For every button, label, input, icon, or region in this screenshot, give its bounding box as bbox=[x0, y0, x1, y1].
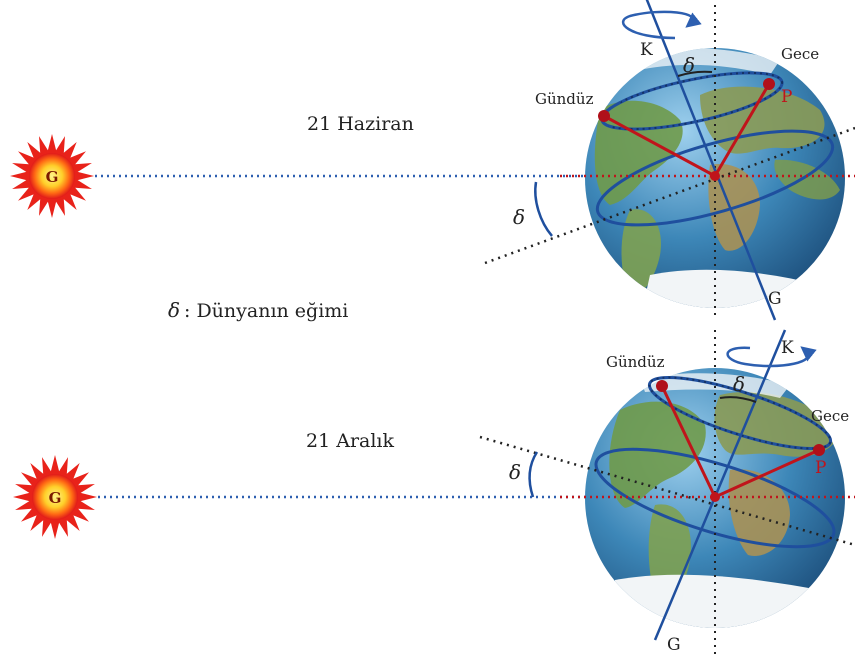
point-label: P bbox=[815, 458, 826, 478]
sun-december: G bbox=[13, 455, 97, 539]
night-label: Gece bbox=[781, 45, 819, 63]
south-label: G bbox=[768, 289, 782, 309]
globe-december: K G Gündüz Gece P δ δ bbox=[479, 329, 855, 655]
legend: δ : Dünyanın eğimi bbox=[168, 298, 348, 322]
point-night bbox=[763, 78, 775, 90]
point-day bbox=[656, 380, 668, 392]
equator bbox=[594, 447, 836, 549]
radius-day bbox=[603, 114, 716, 178]
radius-night bbox=[714, 448, 820, 499]
earth-center bbox=[710, 171, 720, 181]
radius-day bbox=[660, 385, 717, 498]
radius-night bbox=[713, 83, 771, 177]
point-night bbox=[813, 444, 825, 456]
day-label: Gündüz bbox=[535, 90, 594, 108]
sun-disc bbox=[32, 474, 78, 520]
tilt-angle-label: δ bbox=[509, 460, 521, 484]
axis-angle-arc bbox=[719, 396, 757, 403]
night-label: Gece bbox=[811, 407, 849, 425]
axis-angle-arc bbox=[677, 70, 713, 77]
north-label: K bbox=[781, 338, 794, 358]
axis-angle-label: δ bbox=[683, 53, 695, 77]
earth-center bbox=[710, 492, 720, 502]
south-label: G bbox=[667, 635, 681, 655]
north-label: K bbox=[640, 40, 653, 60]
rotation-arrow-icon bbox=[726, 346, 817, 368]
rotation-arrow-icon bbox=[622, 10, 702, 40]
sun-disc bbox=[29, 153, 75, 199]
tilt-angle-label: δ bbox=[513, 205, 525, 229]
sun-june: G bbox=[10, 134, 94, 218]
scene-december: G bbox=[13, 329, 855, 655]
axis-angle-label: δ bbox=[733, 372, 745, 396]
globe-june: K G Gündüz Gece P δ δ bbox=[484, 0, 855, 321]
point-label: P bbox=[781, 87, 792, 107]
tilt-angle-arc bbox=[534, 181, 553, 237]
date-label-june: 21 Haziran bbox=[307, 113, 414, 135]
equatorial-plane-line bbox=[484, 126, 855, 265]
date-label-december: 21 Aralık bbox=[306, 430, 395, 452]
sun-label: G bbox=[49, 489, 62, 507]
sun-label: G bbox=[46, 168, 59, 186]
rotation-axis bbox=[653, 329, 787, 641]
rotation-axis bbox=[645, 0, 777, 321]
legend-symbol: δ bbox=[168, 298, 180, 322]
scene-june: G bbox=[10, 0, 855, 321]
tilt-angle-arc bbox=[528, 451, 539, 498]
legend-text: : Dünyanın eğimi bbox=[184, 300, 348, 322]
day-label: Gündüz bbox=[606, 353, 665, 371]
point-day bbox=[598, 110, 610, 122]
